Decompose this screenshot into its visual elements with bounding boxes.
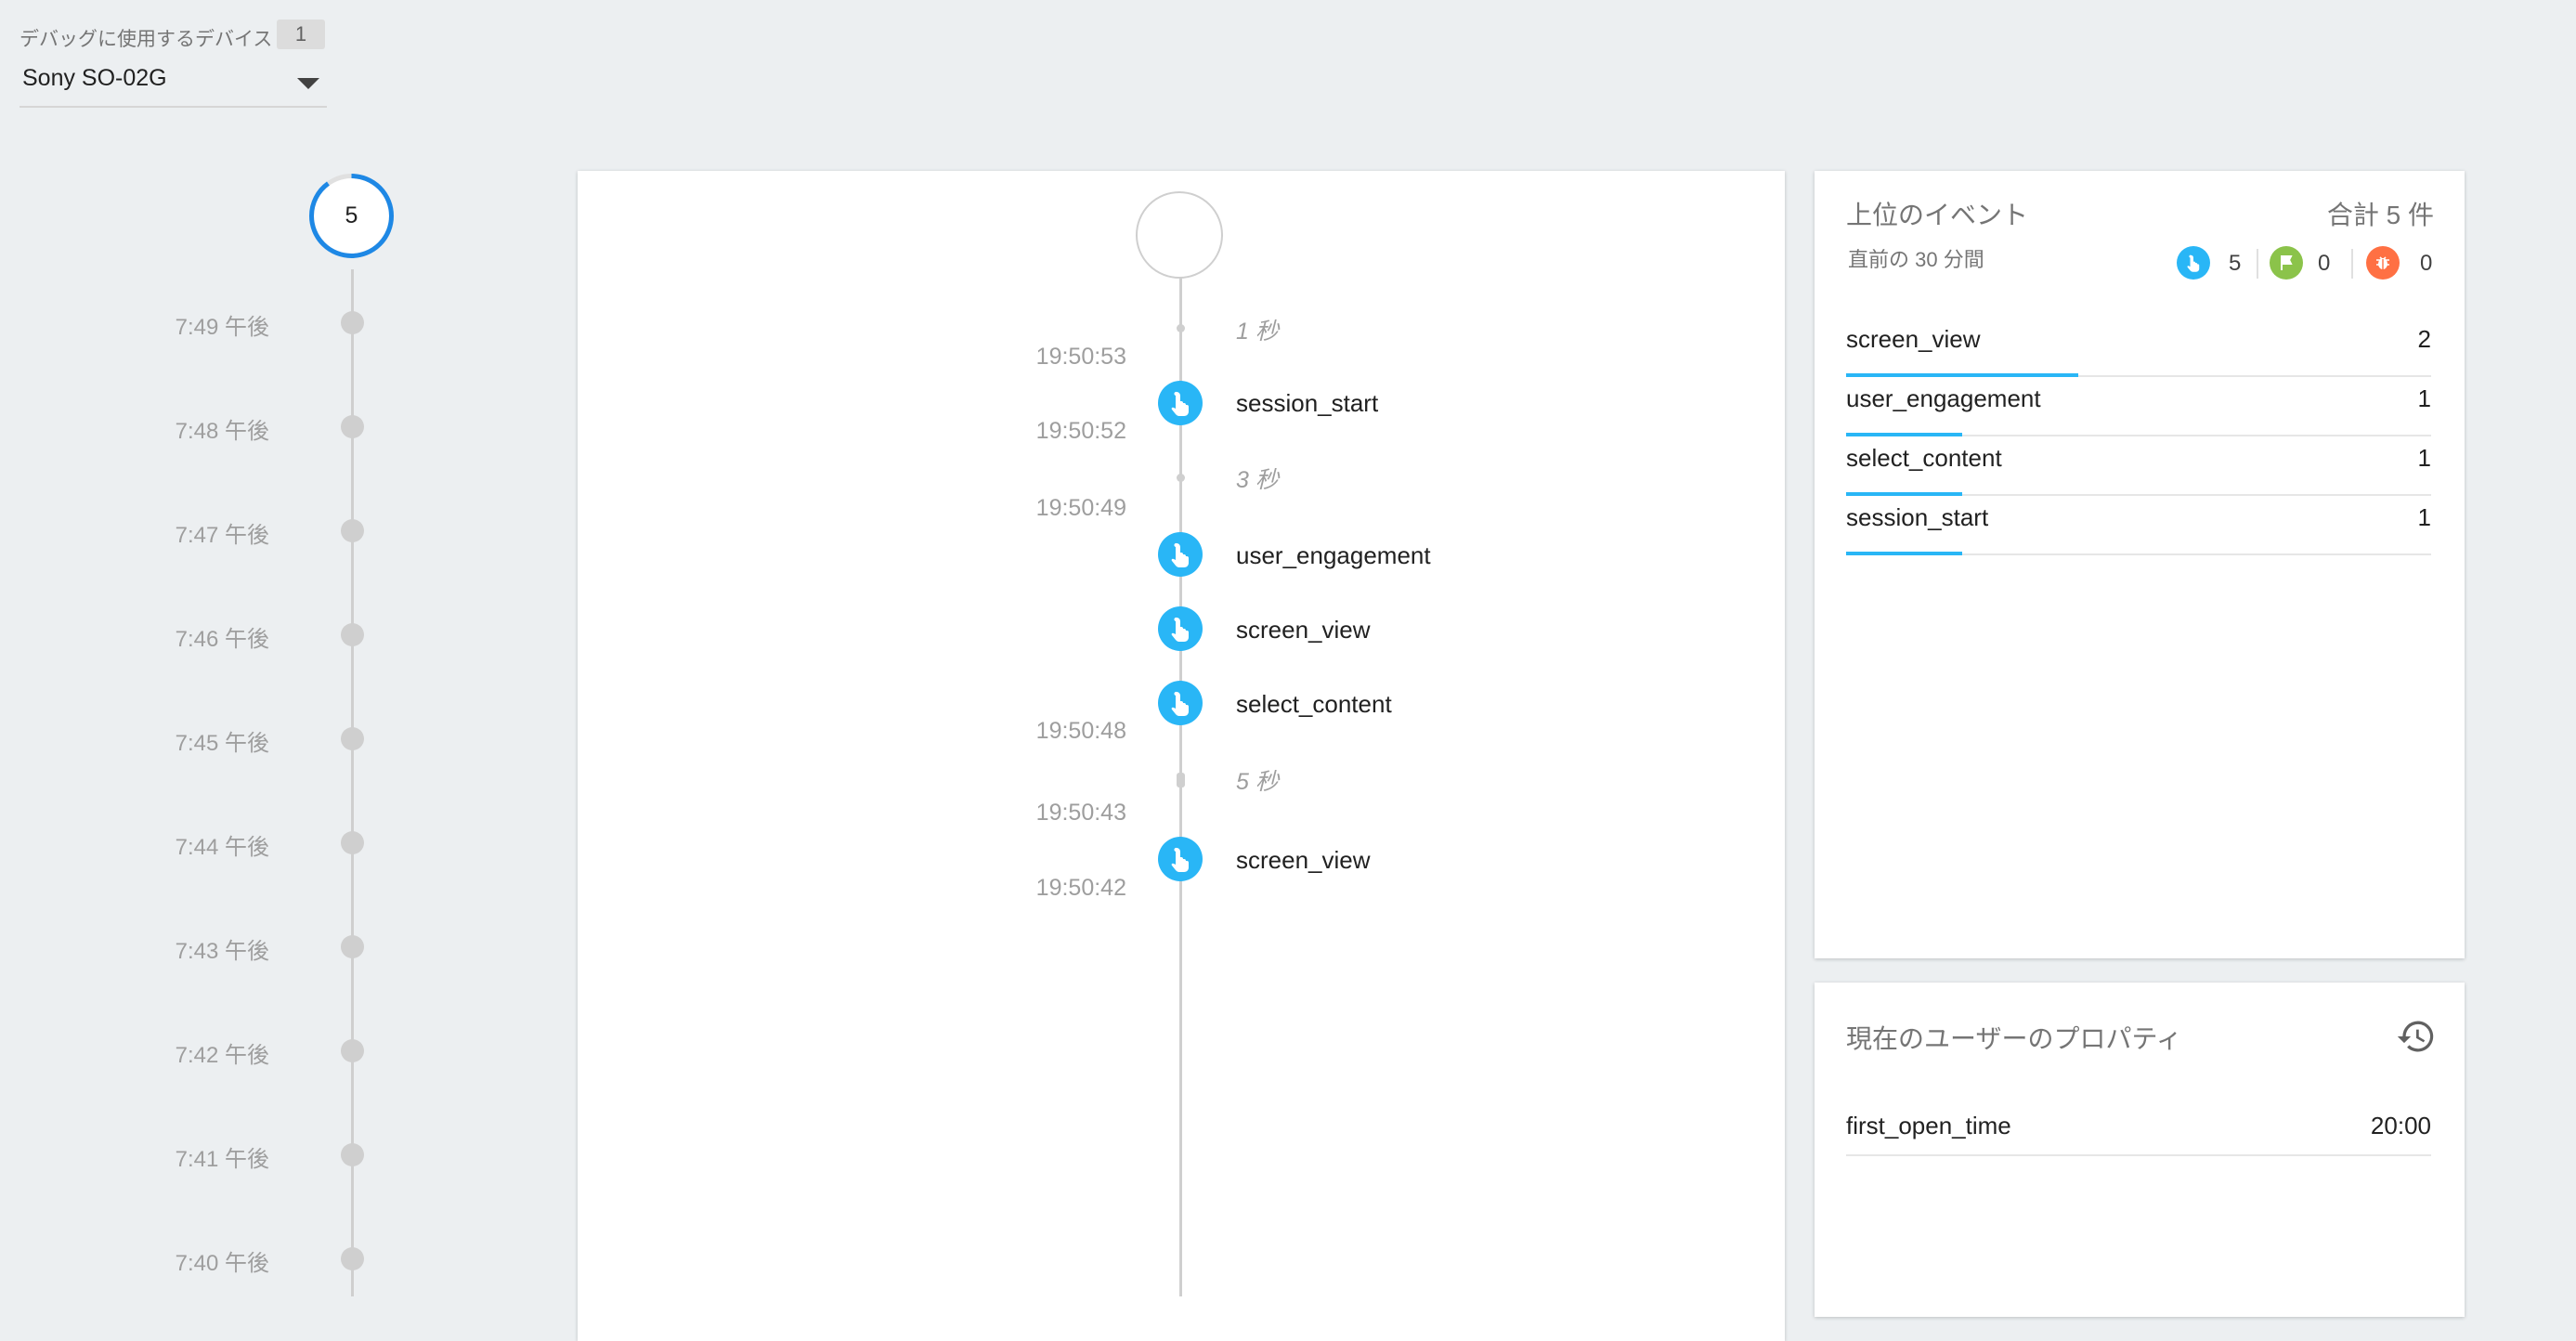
minute-dot[interactable] [341,1143,364,1166]
top-event-bar [1846,373,2078,377]
top-event-row[interactable]: user_engagement 1 [1846,375,2431,436]
minute-label[interactable]: 7:48 午後 [175,419,269,444]
top-event-name: select_content [1846,444,2002,472]
user-properties-card [1815,983,2465,1317]
user-property-value: 20:00 [2370,1112,2431,1139]
minute-label[interactable]: 7:45 午後 [175,731,269,756]
minute-label[interactable]: 7:43 午後 [175,939,269,964]
divider [2257,249,2258,279]
device-dropdown-value: Sony SO-02G [22,65,167,91]
touch-icon[interactable] [1158,681,1203,725]
top-events-timeframe: 直前の 30 分間 [1848,248,1984,271]
timestamp: 19:50:52 [1035,418,1126,444]
touch-icon[interactable] [1158,606,1203,651]
minute-dot[interactable] [341,311,364,334]
gap-label: 5 秒 [1236,769,1279,795]
minute-dot[interactable] [341,415,364,438]
top-event-row[interactable]: select_content 1 [1846,435,2431,496]
timestamp: 19:50:53 [1035,344,1126,370]
touch-icon[interactable] [1158,381,1203,425]
minute-dot[interactable] [341,1039,364,1062]
timestamp: 19:50:48 [1035,718,1126,744]
event-name[interactable]: select_content [1236,690,1392,718]
top-events-card [1815,171,2465,958]
event-name[interactable]: session_start [1236,389,1379,417]
standard-event-count: 5 [2229,251,2242,276]
top-event-count: 2 [2417,325,2431,353]
touch-icon[interactable] [1158,532,1203,577]
timestamp: 19:50:42 [1035,875,1126,901]
minute-label[interactable]: 7:40 午後 [175,1251,269,1276]
timestamp: 19:50:43 [1035,800,1126,826]
minute-label[interactable]: 7:42 午後 [175,1043,269,1068]
minute-label[interactable]: 7:41 午後 [175,1147,269,1172]
timestamp: 19:50:49 [1035,495,1126,521]
flag-icon [2270,246,2303,280]
minute-timeline-line [351,269,354,1296]
minute-dot[interactable] [341,1247,364,1270]
device-dropdown[interactable]: Sony SO-02G [20,58,327,108]
event-name[interactable]: screen_view [1236,616,1371,644]
stream-top-circle [1136,191,1223,279]
minute-dot[interactable] [341,935,364,958]
touch-icon[interactable] [1158,837,1203,881]
user-property-row[interactable]: first_open_time 20:00 [1846,1110,2431,1156]
touch-icon [2177,246,2210,280]
top-event-name: screen_view [1846,325,1981,353]
event-name[interactable]: user_engagement [1236,541,1431,569]
conversion-event-count: 0 [2318,251,2331,276]
error-event-count: 0 [2420,251,2433,276]
history-icon[interactable] [2396,1016,2437,1057]
bug-icon [2366,246,2400,280]
minute-dot[interactable] [341,623,364,646]
top-event-name: session_start [1846,503,1989,531]
minute-label[interactable]: 7:49 午後 [175,315,269,340]
minute-dot[interactable] [341,519,364,542]
top-event-bar [1846,433,1962,436]
gap-marker [1177,324,1185,332]
device-selector-label: デバッグに使用するデバイス [20,29,273,50]
top-event-bar [1846,492,1962,496]
minute-count-ring[interactable] [307,172,396,260]
minute-label[interactable]: 7:44 午後 [175,835,269,860]
top-event-count: 1 [2417,503,2431,531]
minute-count-value: 5 [345,202,358,228]
top-event-count: 1 [2417,444,2431,472]
gap-label: 1 秒 [1236,319,1279,345]
gap-label: 3 秒 [1236,467,1279,493]
user-properties-title: 現在のユーザーのプロパティ [1846,1024,2182,1053]
device-count-badge: 1 [277,20,325,49]
top-event-row[interactable]: screen_view 2 [1846,316,2431,377]
top-events-title: 上位のイベント [1846,201,2029,229]
user-property-name: first_open_time [1846,1112,2011,1139]
minute-label[interactable]: 7:47 午後 [175,523,269,548]
gap-marker [1177,773,1185,788]
top-events-total: 合計 5 件 [2326,201,2434,229]
minute-label[interactable]: 7:46 午後 [175,627,269,652]
top-event-row[interactable]: session_start 1 [1846,494,2431,555]
divider [2351,249,2353,279]
minute-dot[interactable] [341,831,364,854]
top-event-name: user_engagement [1846,384,2041,412]
top-event-count: 1 [2417,384,2431,412]
top-event-bar [1846,552,1962,555]
gap-marker [1177,474,1185,482]
chevron-down-icon[interactable] [297,78,319,89]
minute-dot[interactable] [341,727,364,750]
event-name[interactable]: screen_view [1236,846,1371,874]
